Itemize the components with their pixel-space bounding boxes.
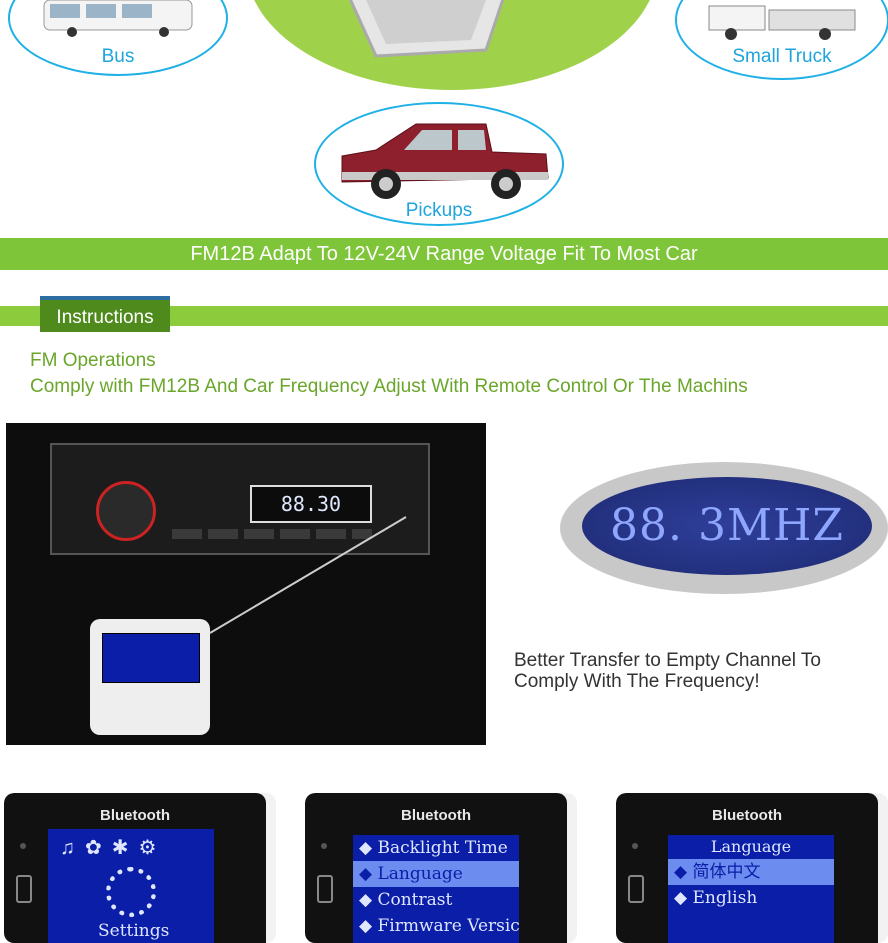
voltage-banner-text: FM12B Adapt To 12V-24V Range Voltage Fit…: [190, 243, 698, 265]
device-language-screen: Bluetooth Language ◆ 简体中文 ◆ English: [616, 793, 888, 943]
preset-buttons: [172, 529, 372, 539]
bluetooth-brand: Bluetooth: [100, 807, 170, 824]
mic-hole: [321, 843, 327, 849]
diamond-icon: ◆: [359, 916, 373, 936]
fm-transmitter-device: [90, 619, 210, 735]
mic-hole: [632, 843, 638, 849]
car-radio: 88.30: [50, 443, 430, 555]
language-option-chinese: ◆ 简体中文: [668, 859, 834, 885]
transfer-note-line-2: Comply With The Frequency!: [514, 671, 760, 692]
fm-description: Comply with FM12B And Car Frequency Adju…: [30, 376, 748, 397]
settings-label: Settings: [98, 921, 170, 941]
usb-port-icon: [16, 875, 32, 903]
device-screen: ◆ Backlight Time ◆ Language ◆ Contrast ◆…: [353, 835, 519, 943]
menu-item-firmware: ◆ Firmware Versic: [353, 913, 519, 939]
device-menu-screen: Bluetooth ◆ Backlight Time ◆ Language ◆ …: [305, 793, 577, 943]
voltage-banner: FM12B Adapt To 12V-24V Range Voltage Fit…: [0, 238, 888, 270]
menu-item-label: Firmware Versic: [377, 916, 519, 936]
language-title: Language: [710, 837, 792, 856]
device-face: Bluetooth ◆ Backlight Time ◆ Language ◆ …: [305, 793, 567, 943]
usb-port-icon: [317, 875, 333, 903]
car-grille-image: [348, 0, 505, 58]
settings-gear-icon: [106, 867, 156, 917]
instructions-tab: Instructions: [40, 296, 170, 332]
diamond-icon: ◆: [674, 888, 688, 908]
transfer-note: Better Transfer to Empty Channel To Comp…: [514, 650, 821, 692]
diamond-icon: ◆: [674, 862, 688, 882]
radio-photo: 88.30: [6, 423, 486, 745]
volume-knob: [96, 481, 156, 541]
menu-item-label: Backlight Time: [377, 838, 508, 858]
small-truck-oval: Small Truck: [675, 0, 888, 80]
transfer-note-line-1: Better Transfer to Empty Channel To: [514, 650, 821, 671]
instructions-rule: [0, 306, 888, 326]
mic-hole: [20, 843, 26, 849]
pickup-truck-image: [341, 123, 549, 199]
diamond-icon: ◆: [359, 890, 373, 910]
menu-item-label: Contrast: [377, 890, 453, 910]
language-option-label: English: [692, 888, 758, 908]
device-settings-screen: Bluetooth ♫✿✱⚙ Settings: [4, 793, 276, 943]
bus-label: Bus: [101, 46, 135, 67]
language-option-label: 简体中文: [692, 862, 761, 882]
zoomed-frequency-display: 88. 3MHZ: [582, 477, 872, 575]
bus-image: [43, 0, 193, 37]
device-screen: ♫✿✱⚙ Settings: [48, 829, 214, 943]
device-screen: Language ◆ 简体中文 ◆ English: [668, 835, 834, 943]
diamond-icon: ◆: [359, 838, 373, 858]
bluetooth-brand: Bluetooth: [712, 807, 782, 824]
pickups-label: Pickups: [405, 200, 473, 221]
small-truck-label: Small Truck: [732, 46, 832, 67]
device-face: Bluetooth Language ◆ 简体中文 ◆ English: [616, 793, 878, 943]
fm-transmitter-screen: [102, 633, 200, 683]
usb-port-icon: [628, 875, 644, 903]
menu-item-label: Language: [377, 864, 463, 884]
radio-frequency: 88.30: [280, 492, 342, 516]
bus-oval: Bus: [8, 0, 228, 76]
pickups-oval: Pickups: [314, 102, 564, 226]
menu-item-backlight: ◆ Backlight Time: [353, 835, 519, 861]
menu-item-language: ◆ Language: [353, 861, 519, 887]
center-vehicle-oval: [246, 0, 658, 90]
bluetooth-brand: Bluetooth: [401, 807, 471, 824]
language-option-english: ◆ English: [668, 885, 834, 911]
device-face: Bluetooth ♫✿✱⚙ Settings: [4, 793, 266, 943]
zoom-callout-line: [209, 516, 407, 634]
radio-display: 88.30: [250, 485, 372, 523]
fm-heading: FM Operations: [30, 350, 156, 371]
diamond-icon: ◆: [359, 864, 373, 884]
small-truck-image: [708, 5, 856, 40]
menu-item-contrast: ◆ Contrast: [353, 887, 519, 913]
menu-icons-row: ♫✿✱⚙: [60, 837, 167, 859]
